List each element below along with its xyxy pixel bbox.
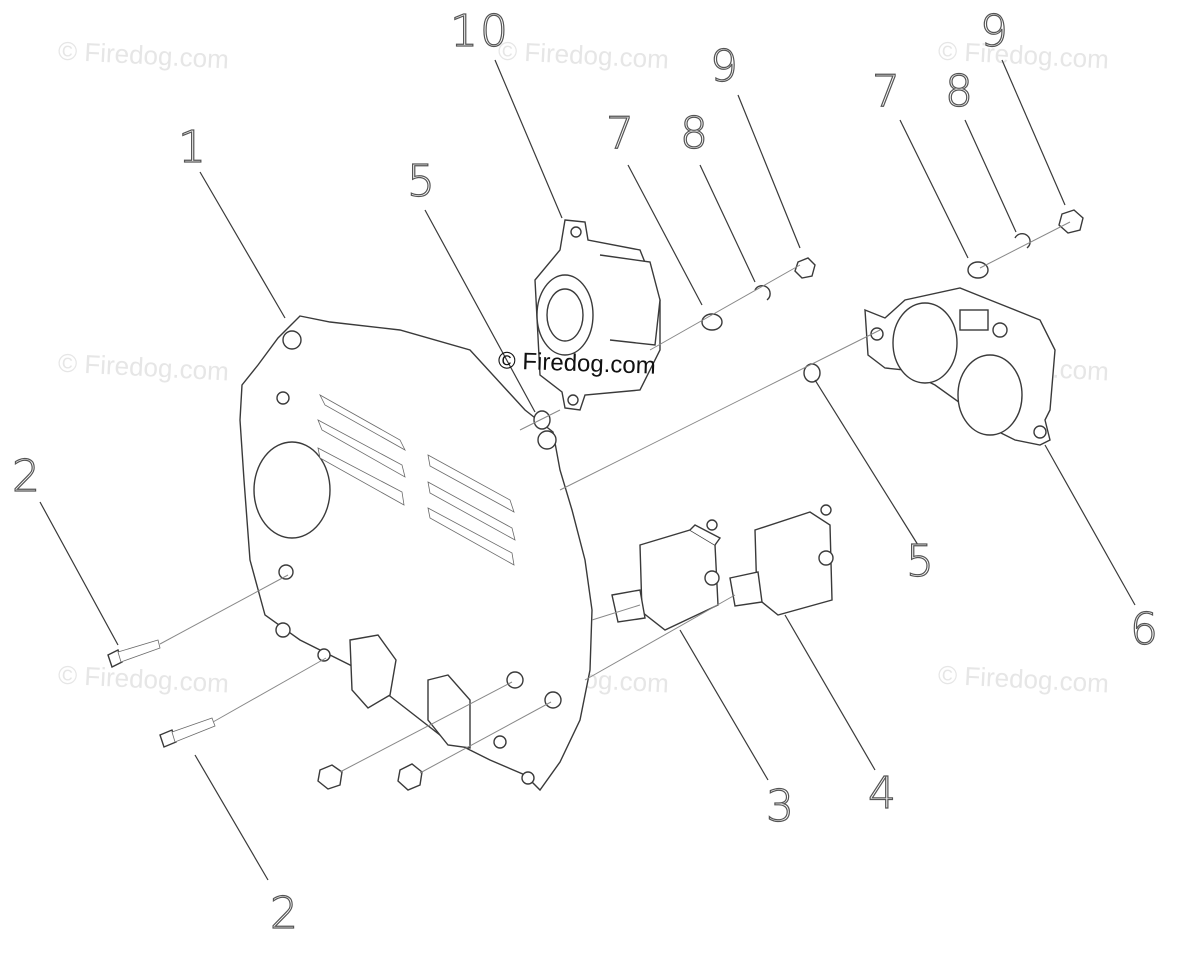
circuit-breaker-3 <box>611 519 722 631</box>
lock-washer <box>533 410 551 430</box>
flat-washer <box>701 313 723 331</box>
callout-7: 7 <box>605 108 636 159</box>
panel-plate <box>239 315 593 792</box>
callout-5: 5 <box>905 536 936 587</box>
leader-lines <box>39 59 1136 881</box>
callout-8: 8 <box>944 66 975 117</box>
hex-nut <box>1058 209 1084 234</box>
callout-3: 3 <box>765 781 796 832</box>
copyright-text: © Firedog.com <box>497 347 657 380</box>
callout-5: 5 <box>406 156 437 207</box>
callout-1: 1 <box>177 122 208 173</box>
twist-lock-receptacle <box>534 219 661 411</box>
hex-nut <box>317 764 343 790</box>
hex-nut <box>397 763 423 791</box>
flat-washer <box>967 261 989 279</box>
split-washer <box>754 284 771 301</box>
circuit-breaker-4 <box>729 504 834 616</box>
callout-9: 9 <box>979 6 1010 57</box>
callout-10: 10 <box>449 6 510 57</box>
assembly-lines <box>159 221 1071 774</box>
screws <box>107 639 216 748</box>
callout-8: 8 <box>679 108 710 159</box>
duplex-receptacle <box>864 287 1056 446</box>
callout-2: 2 <box>11 451 42 502</box>
callout-9: 9 <box>709 41 740 92</box>
callout-2: 2 <box>269 888 300 939</box>
callout-6: 6 <box>1129 604 1160 655</box>
callout-4: 4 <box>867 768 898 819</box>
callout-7: 7 <box>871 66 902 117</box>
hex-nut <box>794 257 816 279</box>
